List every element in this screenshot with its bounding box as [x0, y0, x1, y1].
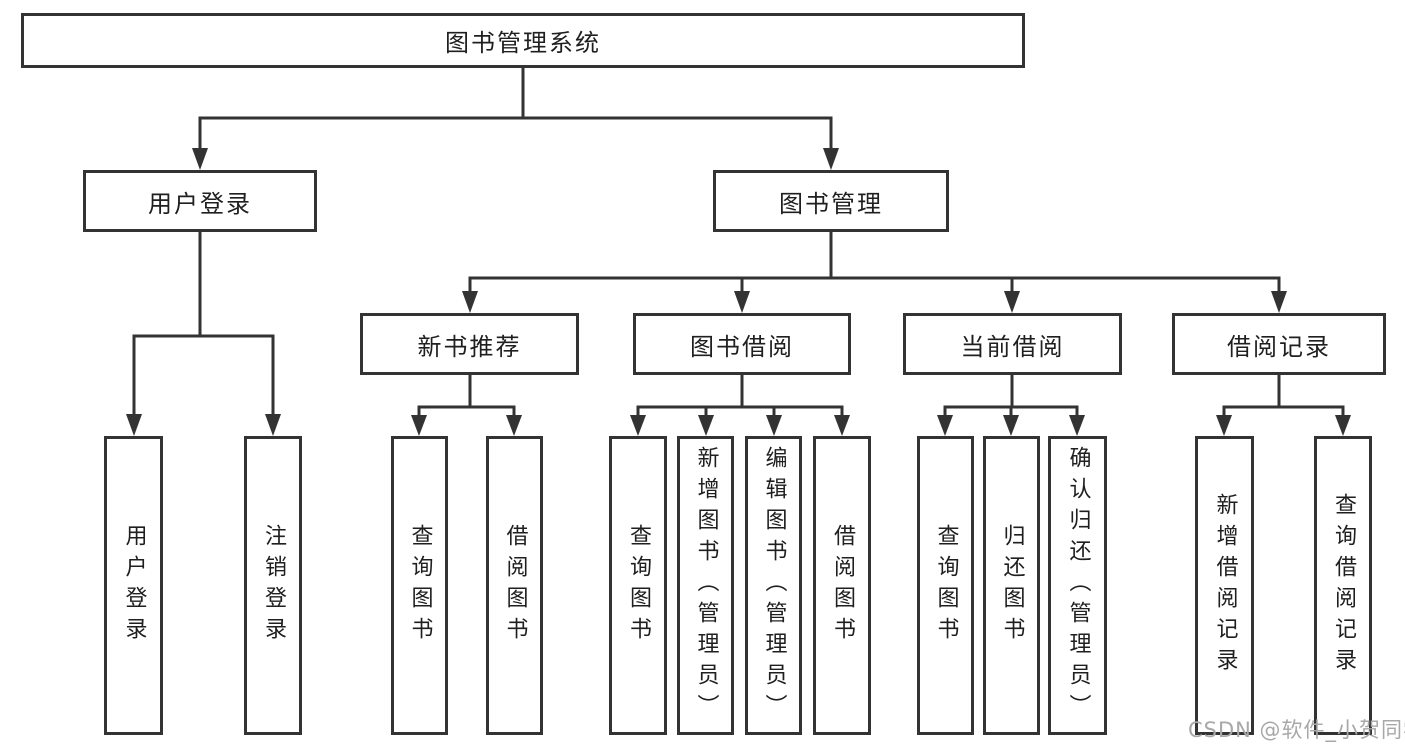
node-current-borrow-label: 当前借阅 [960, 332, 1065, 361]
leaf-recommend-query-book: 查询图书 [391, 436, 448, 735]
node-book-management-label: 图书管理 [779, 189, 883, 218]
node-root: 图书管理系统 [21, 13, 1025, 68]
leaf-borrow-book-label: 借阅图书 [830, 523, 855, 648]
node-current-borrow: 当前借阅 [903, 313, 1122, 375]
leaf-logout-label: 注销登录 [261, 523, 286, 648]
node-borrow-records: 借阅记录 [1172, 313, 1386, 375]
leaf-add-book-admin-label: 新增图书（管理员） [693, 446, 719, 725]
leaf-edit-book-admin-label: 编辑图书（管理员） [761, 446, 787, 725]
leaf-query-borrow-record: 查询借阅记录 [1314, 436, 1372, 735]
leaf-add-borrow-record: 新增借阅记录 [1195, 436, 1254, 735]
leaf-add-borrow-record-label: 新增借阅记录 [1212, 492, 1238, 679]
leaf-edit-book-admin: 编辑图书（管理员） [745, 436, 802, 735]
node-user-login: 用户登录 [83, 170, 317, 232]
leaf-borrow-query-book: 查询图书 [609, 436, 667, 735]
leaf-logout: 注销登录 [244, 436, 302, 735]
leaf-current-query-book-label: 查询图书 [933, 523, 959, 648]
node-book-borrow: 图书借阅 [633, 313, 851, 375]
node-user-login-label: 用户登录 [148, 189, 252, 218]
node-new-book-recommend: 新书推荐 [360, 313, 579, 375]
leaf-add-book-admin: 新增图书（管理员） [677, 436, 734, 735]
leaf-confirm-return-admin: 确认归还（管理员） [1048, 436, 1107, 735]
node-root-label: 图书管理系统 [445, 29, 601, 57]
node-book-borrow-label: 图书借阅 [690, 332, 794, 361]
leaf-recommend-borrow-book: 借阅图书 [486, 436, 543, 735]
leaf-user-login-label: 用户登录 [121, 523, 147, 648]
watermark-text: CSDN @软件_小贺同学 [1188, 718, 1405, 742]
leaf-current-query-book: 查询图书 [917, 436, 974, 735]
node-borrow-records-label: 借阅记录 [1227, 332, 1331, 361]
leaf-user-login: 用户登录 [104, 436, 163, 735]
leaf-borrow-book: 借阅图书 [813, 436, 871, 735]
node-new-book-recommend-label: 新书推荐 [417, 332, 522, 361]
leaf-recommend-borrow-book-label: 借阅图书 [502, 523, 528, 648]
leaf-query-borrow-record-label: 查询借阅记录 [1331, 492, 1356, 679]
leaf-confirm-return-admin-label: 确认归还（管理员） [1065, 446, 1091, 725]
leaf-recommend-query-book-label: 查询图书 [407, 523, 433, 648]
leaf-borrow-query-book-label: 查询图书 [626, 523, 651, 648]
node-book-management: 图书管理 [713, 170, 949, 232]
leaf-return-book: 归还图书 [983, 436, 1040, 735]
leaf-return-book-label: 归还图书 [999, 523, 1025, 648]
